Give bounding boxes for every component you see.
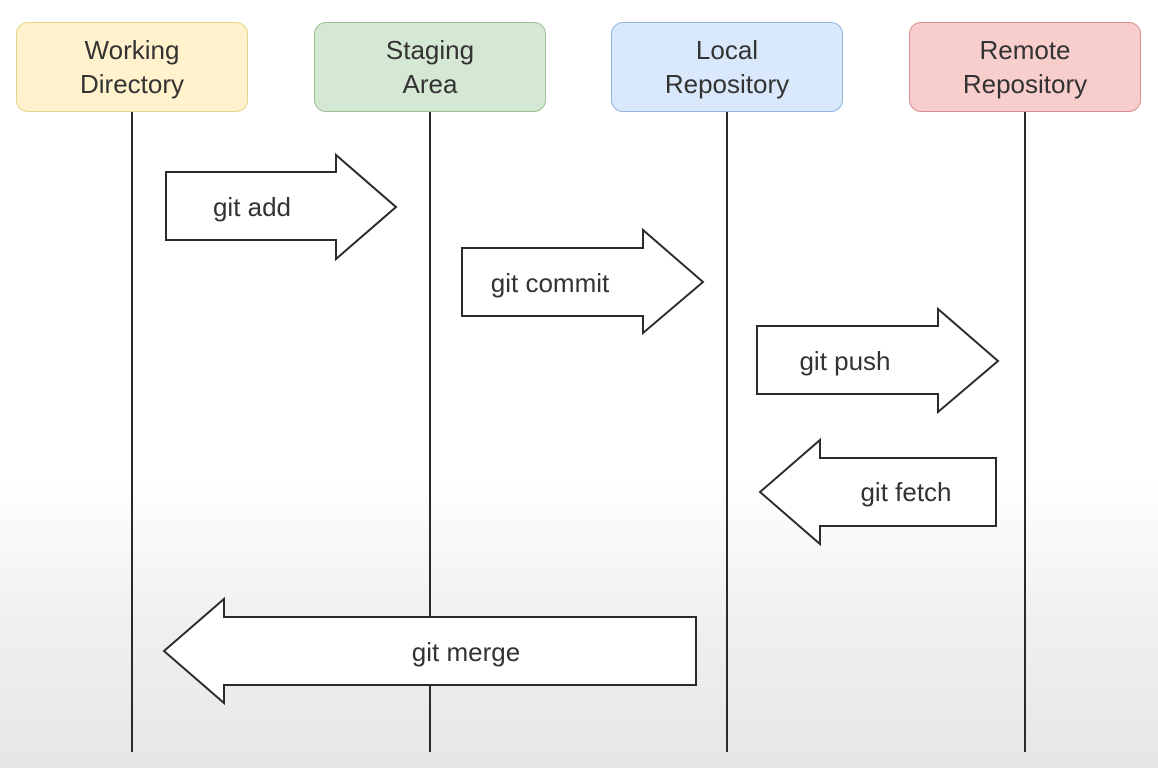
lifeline-working-directory bbox=[131, 112, 133, 752]
lane-title-local-repository: Local Repository bbox=[664, 35, 790, 99]
git-merge-label: git merge bbox=[412, 637, 520, 667]
git-push-arrow: git push bbox=[756, 306, 1000, 415]
git-commit-arrow: git commit bbox=[461, 227, 705, 336]
git-add-label: git add bbox=[213, 192, 291, 222]
git-push-label: git push bbox=[799, 346, 890, 376]
git-commit-label: git commit bbox=[491, 268, 610, 298]
lane-title-remote-repository: Remote Repository bbox=[962, 35, 1088, 99]
git-fetch-arrow: git fetch bbox=[758, 437, 997, 547]
git-fetch-label: git fetch bbox=[860, 477, 951, 507]
lifeline-remote-repository bbox=[1024, 112, 1026, 752]
git-merge-arrow: git merge bbox=[162, 596, 697, 706]
lifeline-local-repository bbox=[726, 112, 728, 752]
lane-remote-repository: Remote Repository bbox=[909, 22, 1141, 112]
lane-local-repository: Local Repository bbox=[611, 22, 843, 112]
lane-working-directory: Working Directory bbox=[16, 22, 248, 112]
lane-title-staging-area: Staging Area bbox=[385, 35, 475, 99]
lane-title-working-directory: Working Directory bbox=[79, 35, 184, 99]
git-add-arrow: git add bbox=[165, 152, 398, 262]
lane-staging-area: Staging Area bbox=[314, 22, 546, 112]
lifeline-staging-area bbox=[429, 112, 431, 752]
